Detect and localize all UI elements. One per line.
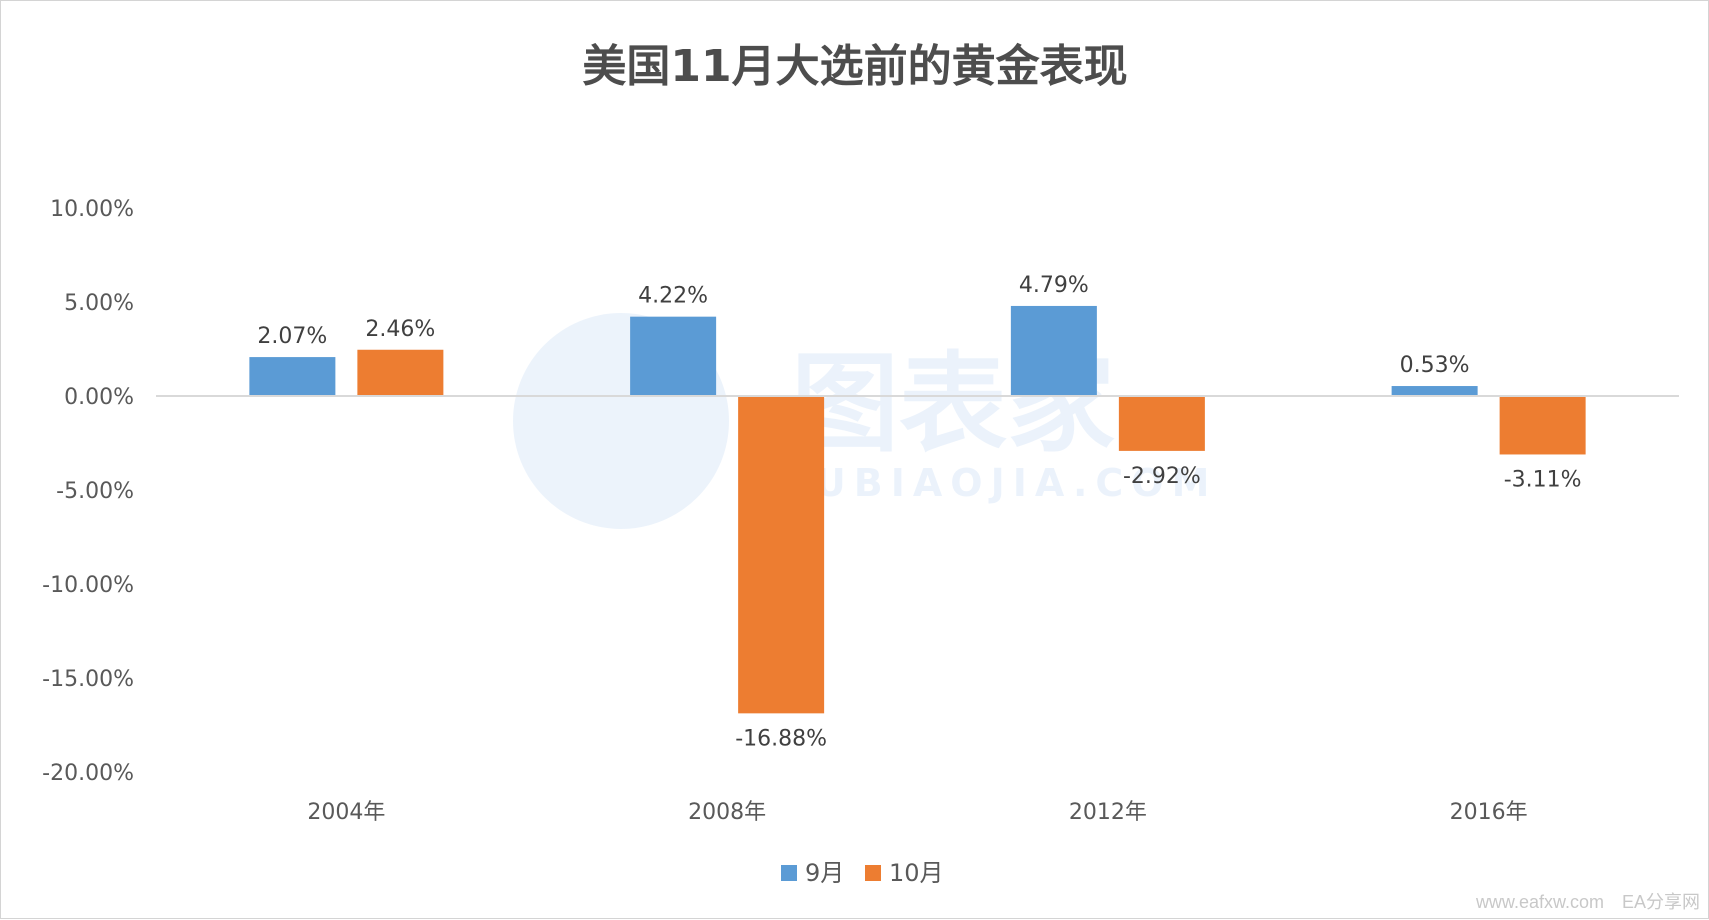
- legend-swatch: [865, 865, 881, 881]
- legend: 9月 10月: [781, 859, 944, 887]
- y-axis: 10.00% 5.00% 0.00% -5.00% -10.00% -15.00% -20.…: [42, 197, 134, 786]
- legend-label: 10月: [889, 859, 944, 887]
- y-tick-label: -10.00%: [42, 573, 134, 598]
- x-tick-label: 2012年: [1069, 800, 1147, 825]
- bars: [249, 305, 1586, 714]
- y-tick-label: -20.00%: [42, 761, 134, 786]
- bar-10月-2008年: [738, 396, 825, 714]
- legend-label: 9月: [805, 859, 844, 887]
- y-tick-label: -5.00%: [56, 479, 134, 504]
- bar-10月-2004年: [357, 349, 444, 396]
- bar-9月-2008年: [630, 316, 717, 396]
- y-tick-label: -15.00%: [42, 667, 134, 692]
- data-labels: 2.07% 2.46% 4.22% -16.88% 4.79% -2.92% 0.53% -3…: [257, 273, 1581, 751]
- x-tick-label: 2004年: [307, 800, 385, 825]
- watermark-site: TUBIAOJIA.COM: [781, 461, 1217, 505]
- data-label: -2.92%: [1123, 464, 1201, 489]
- bar-9月-2016年: [1391, 386, 1478, 396]
- data-label: -16.88%: [735, 726, 827, 751]
- footer-watermark: www.eafxw.com EA分享网: [1475, 892, 1700, 912]
- x-axis: 2004年 2008年 2012年 2016年: [307, 800, 1527, 825]
- data-label: -3.11%: [1504, 467, 1582, 492]
- data-label: 0.53%: [1400, 353, 1470, 378]
- chart-title: 美国11月大选前的黄金表现: [582, 41, 1127, 92]
- y-tick-label: 5.00%: [64, 291, 134, 316]
- bar-9月-2012年: [1010, 305, 1097, 396]
- data-label: 2.46%: [365, 317, 435, 342]
- data-label: 2.07%: [257, 324, 327, 349]
- data-label: 4.79%: [1019, 273, 1089, 298]
- legend-swatch: [781, 865, 797, 881]
- bar-10月-2016年: [1499, 396, 1586, 455]
- y-tick-label: 0.00%: [64, 385, 134, 410]
- x-tick-label: 2016年: [1450, 800, 1528, 825]
- bar-9月-2004年: [249, 357, 336, 396]
- bar-10月-2012年: [1118, 396, 1205, 451]
- watermark: 图表家 TUBIAOJIA.COM: [513, 313, 1217, 529]
- data-label: 4.22%: [638, 284, 708, 309]
- x-tick-label: 2008年: [688, 800, 766, 825]
- y-tick-label: 10.00%: [50, 197, 134, 222]
